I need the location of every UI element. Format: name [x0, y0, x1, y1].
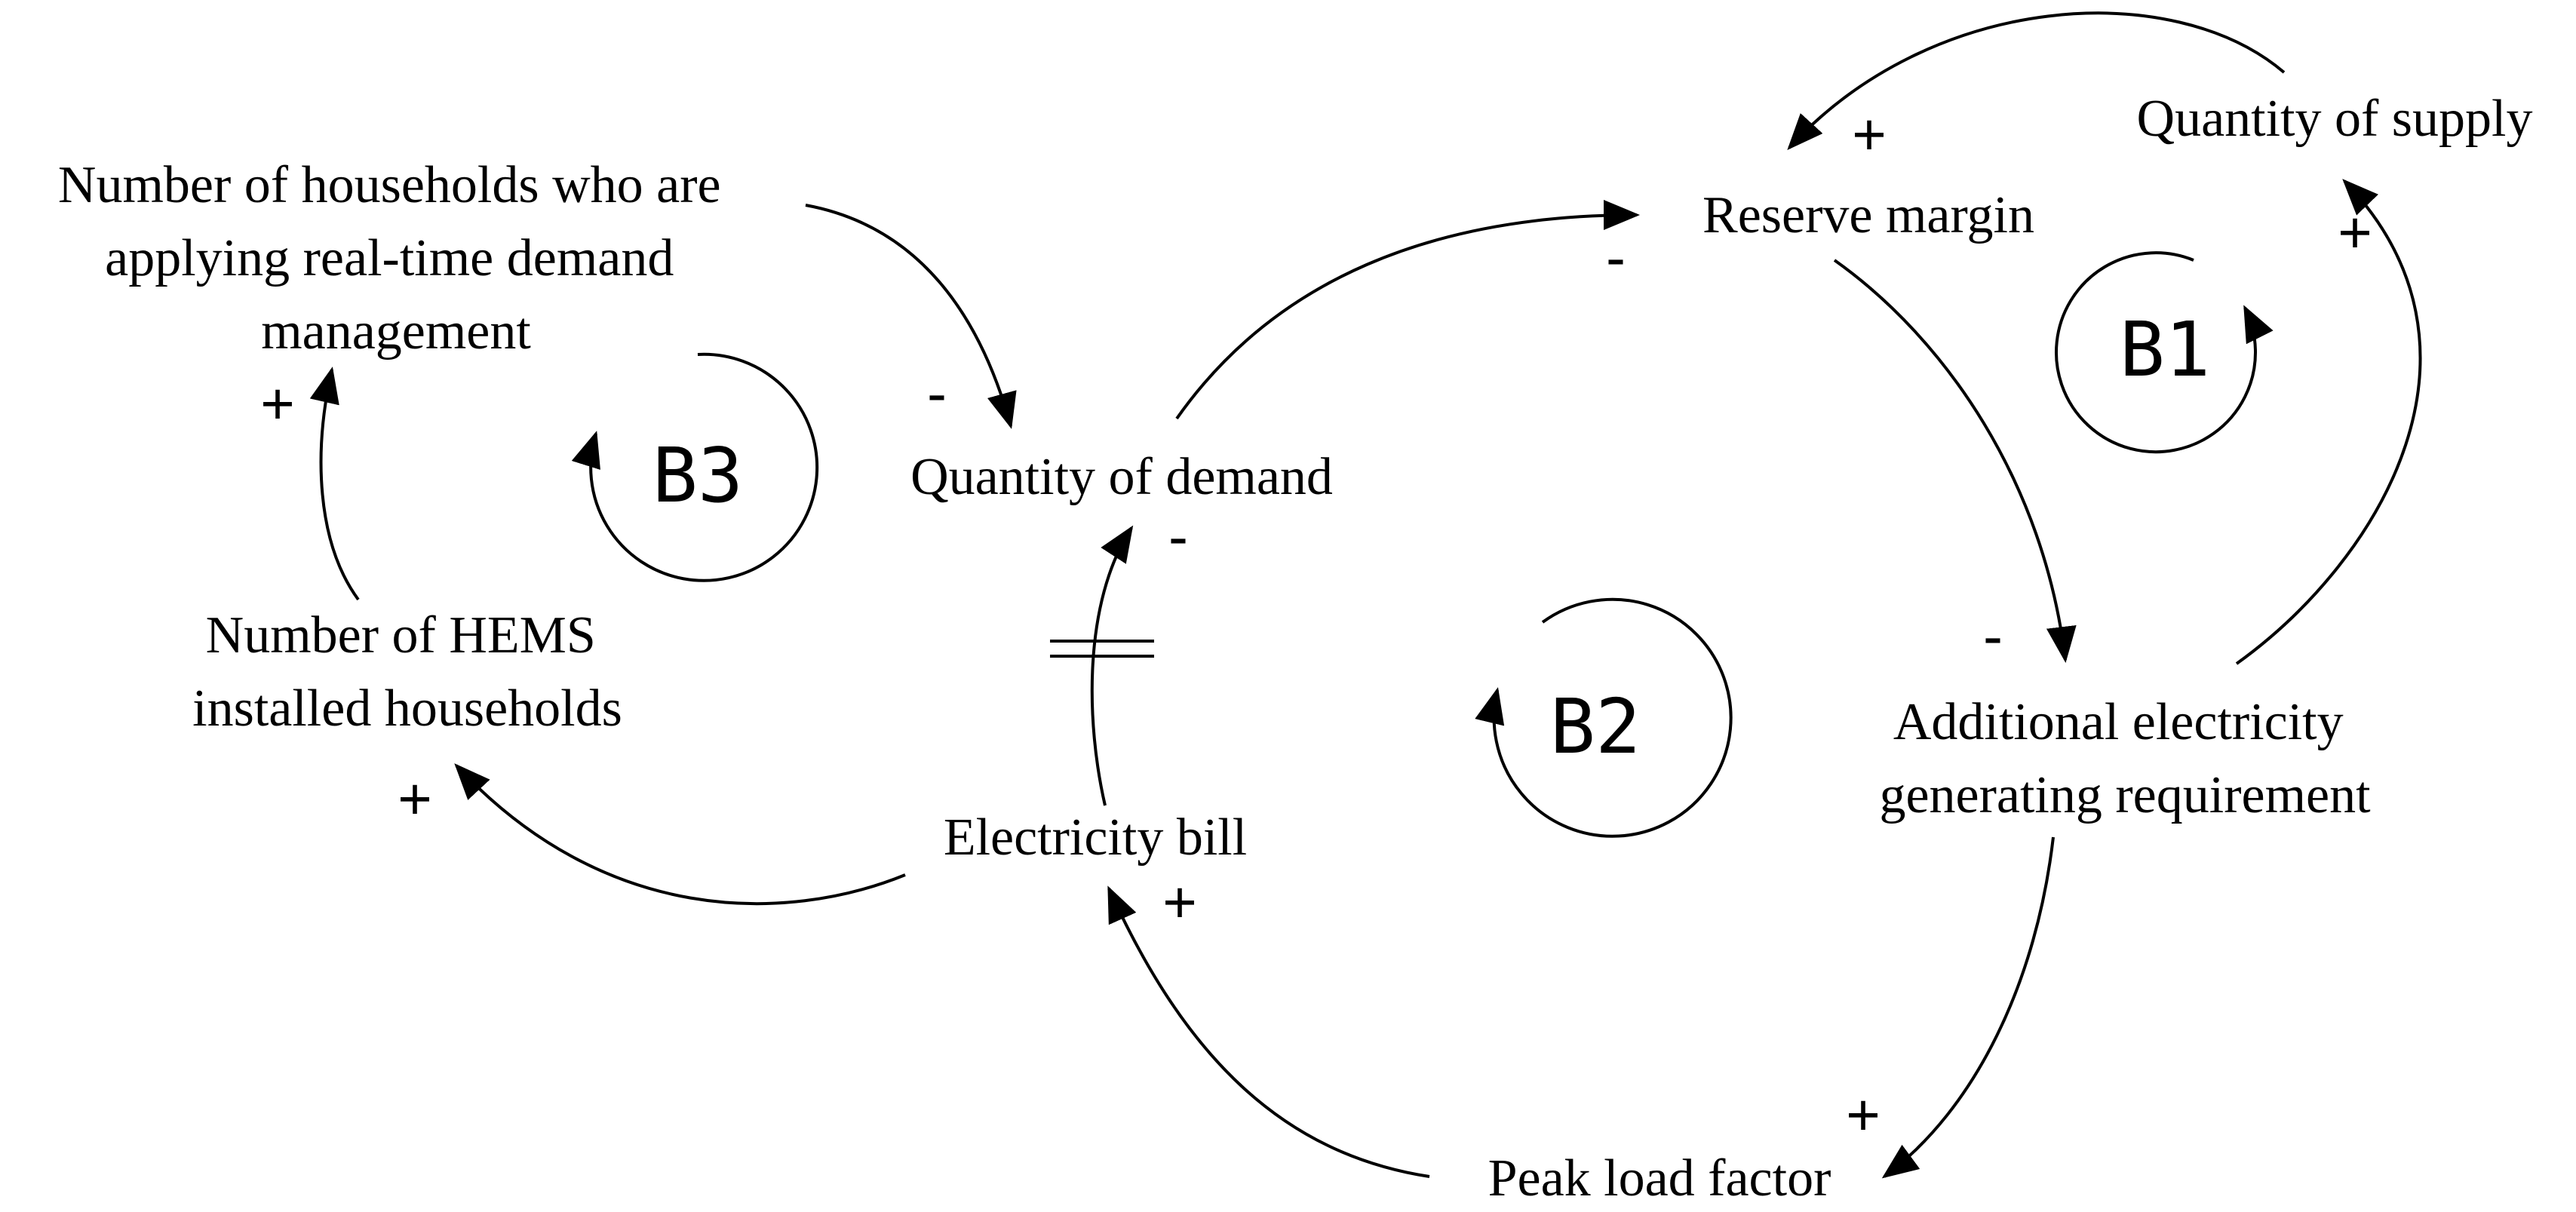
polarity-supply-to-reserve: +	[1852, 101, 1887, 167]
link-supply-to-reserve	[1787, 11, 2286, 150]
loop-b2-circle	[1475, 597, 1733, 838]
link-bill-to-hems	[454, 763, 906, 906]
link-additional-to-supply	[2235, 179, 2422, 665]
node-bill: Electricity bill	[944, 809, 1247, 867]
loop-b1: B1	[2055, 251, 2274, 454]
node-households-realtime-line-3: management	[261, 302, 531, 361]
link-hems-to-households	[309, 367, 360, 601]
node-demand-line-1: Quantity of demand	[910, 448, 1333, 506]
node-supply: Quantity of supply	[2137, 90, 2533, 148]
polarity-bill-to-hems: +	[398, 766, 432, 832]
polarity-peak-to-bill: +	[1162, 869, 1197, 935]
loop-b3-circle	[571, 352, 819, 582]
polarity-additional-to-peak: +	[1846, 1082, 1881, 1148]
node-hems-line-2: installed households	[192, 680, 622, 738]
loop-b2: B2	[1475, 597, 1733, 838]
polarity-reserve-to-additional: -	[1983, 603, 2003, 669]
node-hems: Number of HEMS installed households	[192, 606, 622, 738]
polarity-hems-to-households: +	[260, 370, 295, 437]
loop-b3-label: B3	[652, 431, 743, 520]
polarity-bill-to-demand: -	[1168, 503, 1188, 569]
node-peak-line-1: Peak load factor	[1488, 1149, 1831, 1207]
node-demand: Quantity of demand	[910, 448, 1333, 506]
node-peak: Peak load factor	[1488, 1149, 1831, 1207]
link-peak-to-bill	[1107, 885, 1430, 1178]
link-demand-to-reserve	[1175, 200, 1640, 420]
node-hems-line-1: Number of HEMS	[206, 606, 596, 664]
loop-b3: B3	[571, 352, 819, 582]
loop-b2-label: B2	[1550, 683, 1641, 771]
node-supply-line-1: Quantity of supply	[2137, 90, 2533, 148]
node-households-realtime-line-1: Number of households who are	[58, 156, 721, 214]
polarity-households-to-demand: -	[927, 360, 947, 426]
node-households-realtime: Number of households who are applying re…	[58, 156, 734, 361]
node-additional-line-1: Additional electricity	[1893, 693, 2344, 751]
loop-b1-circle	[2055, 251, 2274, 454]
node-reserve-line-1: Reserve margin	[1702, 186, 2034, 244]
node-additional: Additional electricity generating requir…	[1879, 693, 2371, 824]
node-bill-line-1: Electricity bill	[944, 809, 1247, 867]
polarity-demand-to-reserve: -	[1606, 224, 1626, 290]
link-additional-to-peak	[1881, 836, 2055, 1179]
node-households-realtime-line-2: applying real-time demand	[105, 229, 674, 287]
node-additional-line-2: generating requirement	[1879, 766, 2371, 824]
link-households-to-demand	[805, 204, 1017, 429]
loop-b1-label: B1	[2120, 305, 2210, 394]
polarity-additional-to-supply: +	[2338, 199, 2372, 265]
link-reserve-to-additional	[1833, 259, 2077, 663]
link-bill-to-demand	[1090, 525, 1134, 806]
node-reserve-margin: Reserve margin	[1702, 186, 2034, 244]
